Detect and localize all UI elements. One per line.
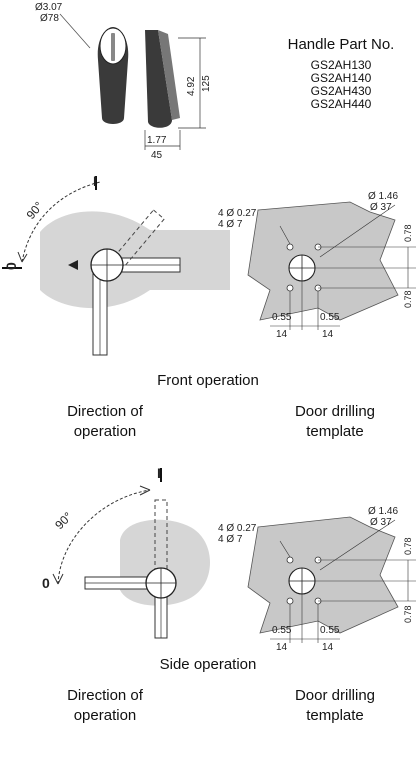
dim-height-mm: 125: [201, 75, 212, 92]
dim-diameter-mm: Ø78: [40, 13, 59, 24]
direction-label-line: Direction of: [67, 687, 143, 704]
side-operation-diagram: 90° I 0: [0, 460, 240, 650]
template-label-line: Door drilling: [294, 687, 376, 704]
hole-dim-in: 4 Ø 0.27: [218, 523, 257, 534]
direction-label-line: Direction of: [67, 403, 143, 420]
center-dim-mm: Ø 37: [370, 202, 392, 213]
vert-dim-1: 0.78: [403, 537, 413, 555]
handle-front-view: [97, 27, 129, 124]
direction-label-line: operation: [73, 423, 137, 440]
part-number: GS2AH130: [310, 58, 372, 72]
part-number: GS2AH430: [310, 84, 372, 98]
direction-arrow: [68, 260, 78, 270]
horiz-dim-in-1: 0.55: [272, 625, 292, 636]
template-label-line: Door drilling: [294, 403, 376, 420]
side-drilling-template: 4 Ø 0.27 4 Ø 7 Ø 1.46 Ø 37 0.78 0.78 0.5…: [218, 506, 416, 653]
rotation-arc: [57, 489, 151, 585]
front-template-label: Door drilling template: [260, 402, 410, 442]
front-operation-caption: Front operation: [157, 372, 259, 389]
template-label-line: template: [306, 707, 364, 724]
direction-label-line: operation: [73, 707, 137, 724]
handle-part-title: Handle Part No.: [287, 36, 395, 53]
position-on-label: I: [93, 173, 97, 189]
front-direction-label: Direction of operation: [30, 402, 180, 442]
dim-height-in: 4.92: [186, 76, 197, 96]
horiz-dim-mm-2: 14: [322, 329, 334, 340]
position-off-label: 0: [3, 262, 19, 270]
horiz-dim-in-2: 0.55: [320, 312, 340, 323]
horiz-dim-mm-1: 14: [276, 329, 288, 340]
dim-leader-diameter: [59, 13, 91, 49]
template-label-line: template: [306, 423, 364, 440]
position-off-label: 0: [42, 575, 50, 591]
center-dim-mm: Ø 37: [370, 517, 392, 528]
side-direction-label: Direction of operation: [30, 686, 180, 726]
template-shape: [247, 516, 399, 634]
position-on-label: I: [157, 465, 161, 481]
front-operation-diagram: 90° I 0: [0, 170, 240, 365]
horiz-dim-mm-2: 14: [322, 642, 334, 653]
handle-drawing: Ø3.07 Ø78 4.92 125 1.77 45: [35, 2, 212, 161]
vert-dim-2: 0.78: [403, 605, 413, 623]
horiz-dim-in-1: 0.55: [272, 312, 292, 323]
horiz-dim-in-2: 0.55: [320, 625, 340, 636]
vert-dim-2: 0.78: [403, 290, 413, 308]
handle-part-list: GS2AH130 GS2AH140 GS2AH430 GS2AH440: [266, 59, 416, 111]
dim-diameter-in: Ø3.07: [35, 2, 63, 13]
handle-side-view: [145, 30, 180, 128]
hole-dim-mm: 4 Ø 7: [218, 219, 243, 230]
center-dim-in: Ø 1.46: [368, 506, 398, 517]
hole-dim-in: 4 Ø 0.27: [218, 208, 257, 219]
front-drilling-template: 4 Ø 0.27 4 Ø 7 Ø 1.46 Ø 37 0.78 0.78 0.5…: [218, 191, 416, 340]
side-template-label: Door drilling template: [260, 686, 410, 726]
hole-dim-mm: 4 Ø 7: [218, 534, 243, 545]
dim-width-in: 1.77: [147, 135, 167, 146]
template-shape: [247, 201, 399, 321]
center-dim-in: Ø 1.46: [368, 191, 398, 202]
horiz-dim-mm-1: 14: [276, 642, 288, 653]
vert-dim-1: 0.78: [403, 224, 413, 242]
part-number: GS2AH440: [310, 97, 372, 111]
part-number: GS2AH140: [310, 71, 372, 85]
dim-width-mm: 45: [151, 150, 163, 161]
side-operation-caption: Side operation: [159, 656, 257, 673]
